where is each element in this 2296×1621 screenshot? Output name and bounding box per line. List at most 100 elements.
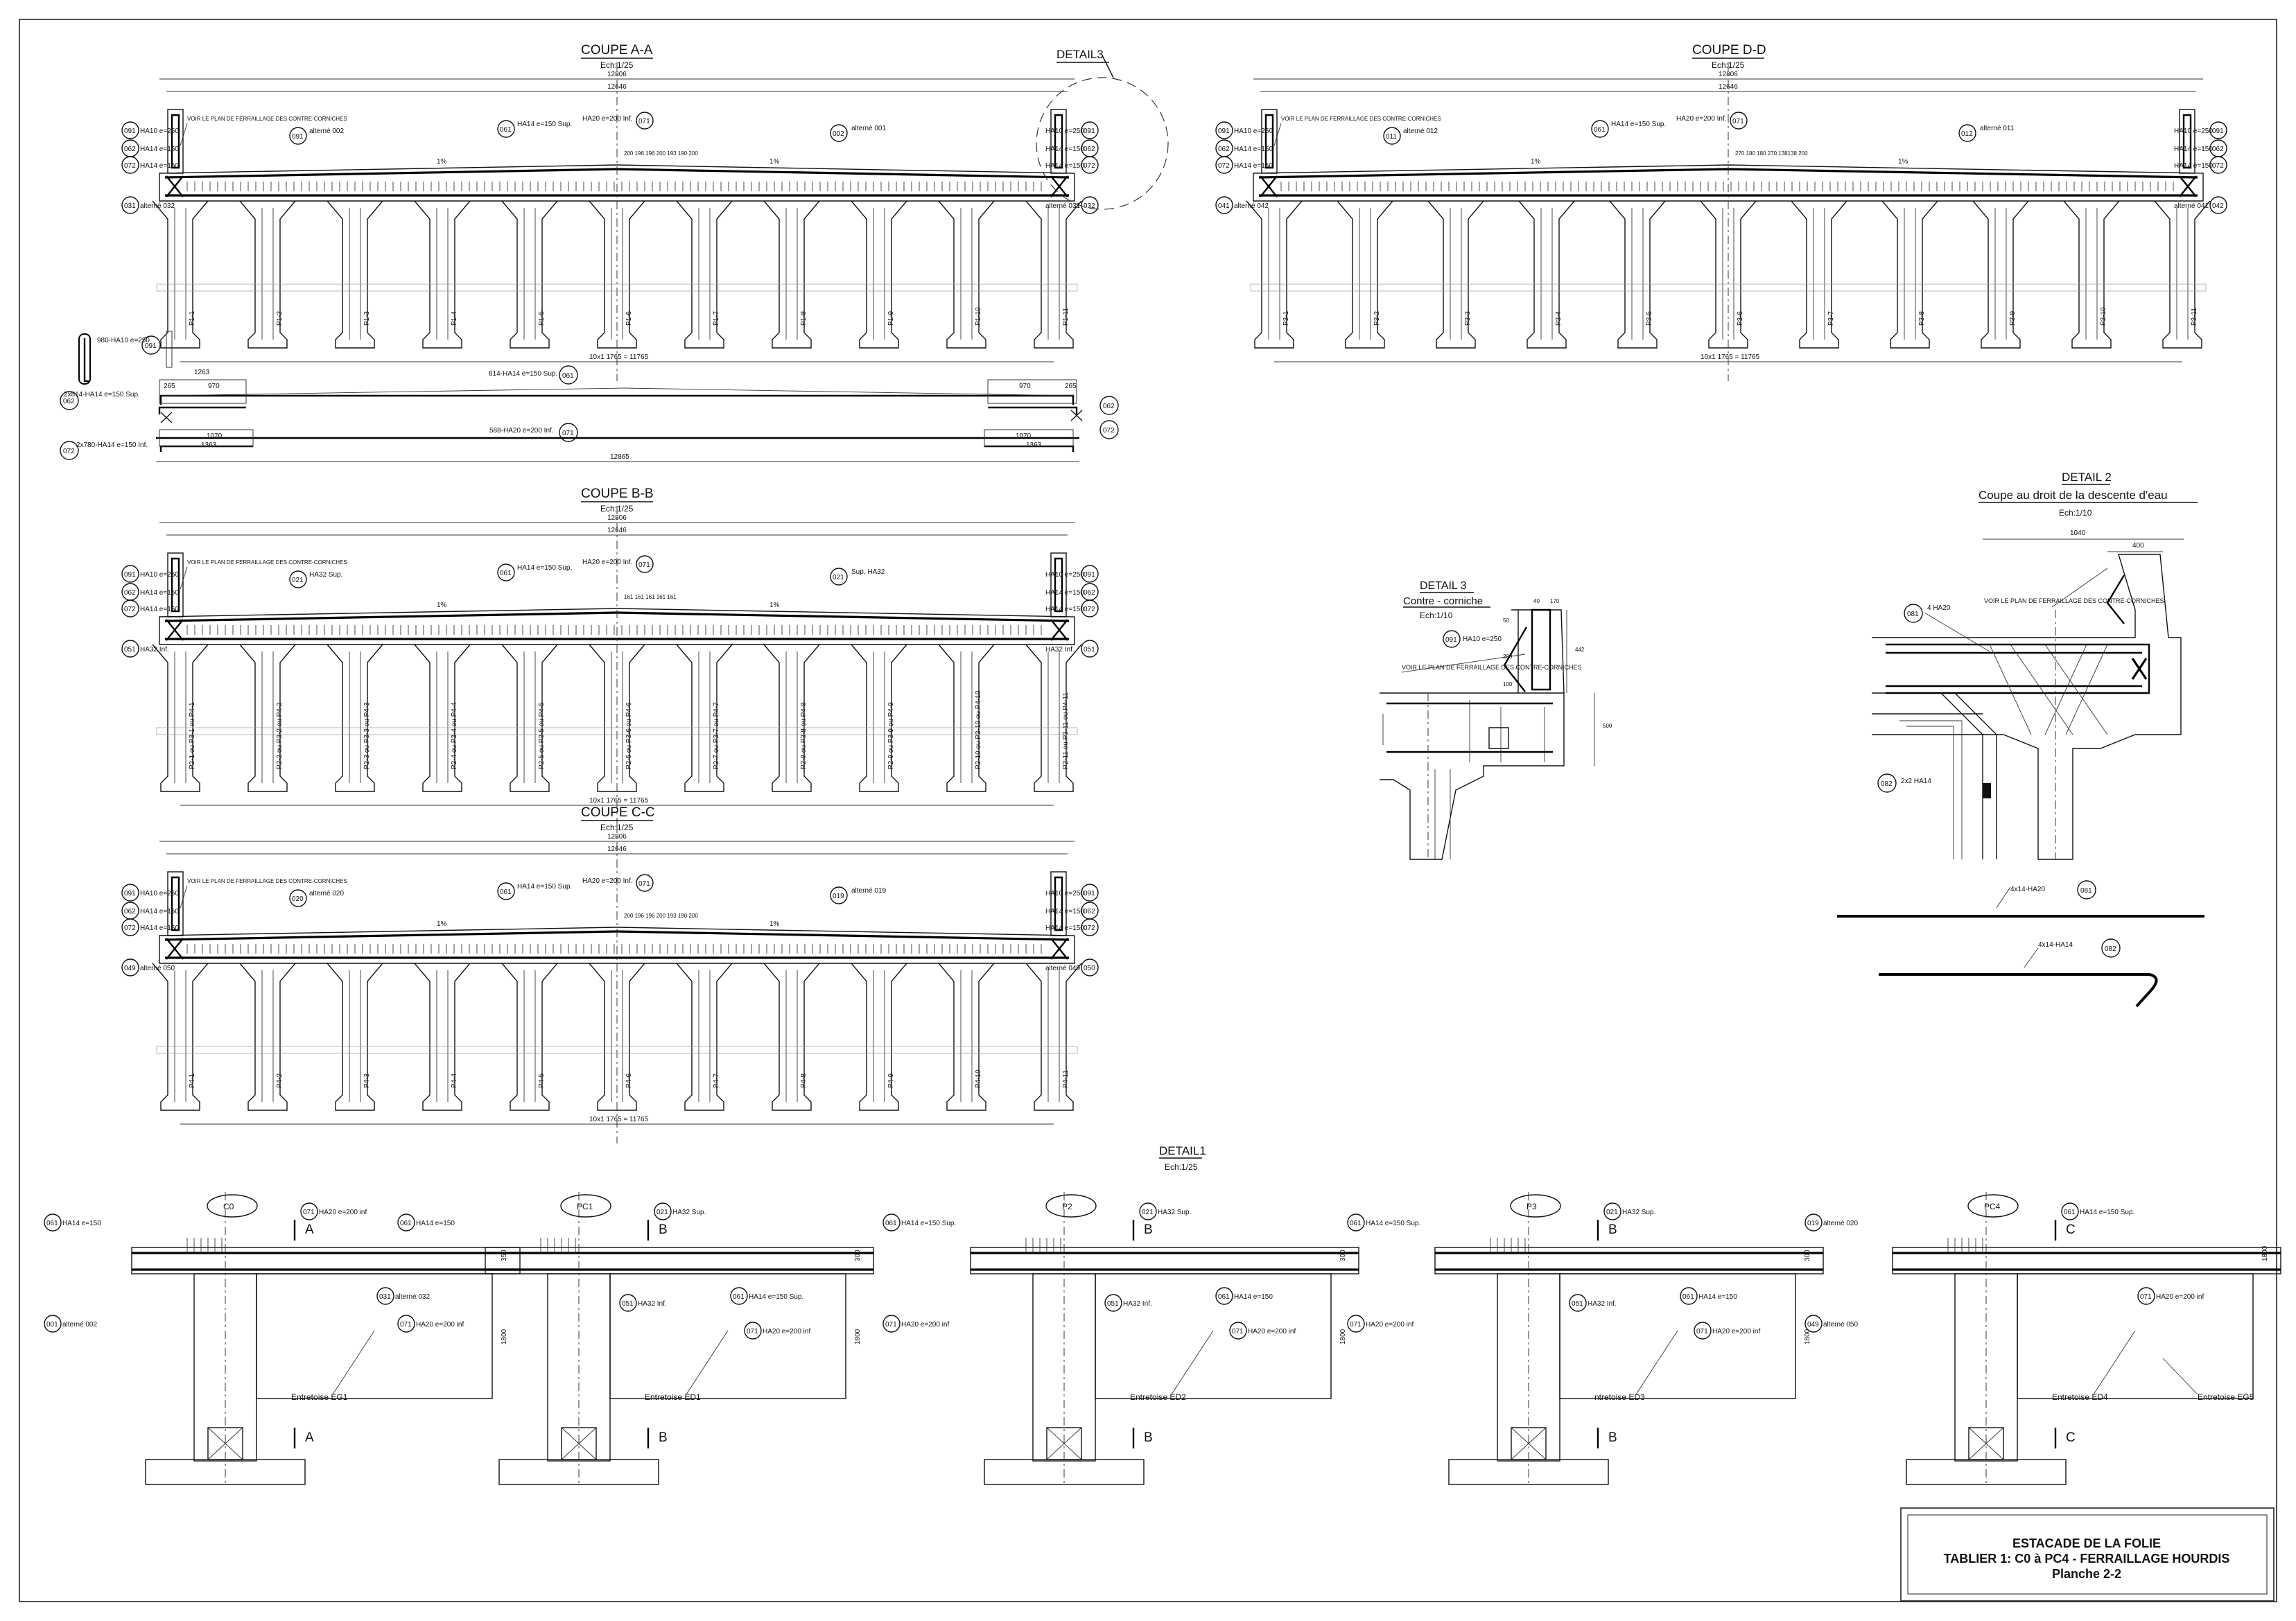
panel-tag-2-circle	[1680, 1287, 1698, 1305]
beam-4: P2-4 ou P3-4 ou P4-4	[414, 644, 471, 792]
beam-1: P2-1 ou P3-1 ou P4-1	[152, 644, 209, 792]
detail3-callout-label: DETAIL3	[1056, 48, 1104, 61]
panel-tag-2: 061	[1218, 1293, 1230, 1301]
left-tag-2-circle	[121, 599, 139, 617]
panel-tag-5-circle	[1229, 1322, 1247, 1340]
panel-tag-4: 051	[622, 1300, 634, 1308]
callout-tag-4-circle	[830, 568, 848, 586]
panel-tag-1-circle	[300, 1202, 318, 1220]
beam-3: P1-3	[327, 200, 383, 349]
beam-label: P1-4	[451, 310, 458, 326]
panel-dim-0: 300	[1339, 1250, 1347, 1261]
beam-8: P3-8	[1881, 200, 1938, 349]
left-note-0: HA10 e=250	[140, 571, 179, 579]
beam-6: P1-6	[589, 200, 645, 349]
beam-5: P3-5	[1609, 200, 1666, 349]
callout-leader	[180, 123, 188, 146]
left-tag-3: 051	[124, 646, 136, 654]
panel-mark-top: B	[659, 1223, 668, 1237]
cross-left	[1260, 175, 1278, 198]
panel-tag-4-circle	[1569, 1294, 1587, 1312]
panel-bearing-x	[561, 1427, 597, 1460]
bar4-tag: 071	[562, 430, 574, 437]
beam-9: P2-9 ou P3-9 ou P4-9	[851, 644, 907, 792]
panel-tag-2-circle	[1215, 1287, 1233, 1305]
panel-beam-label: Entretoise EG1	[291, 1392, 348, 1402]
panel-tag-1-circle	[654, 1202, 672, 1220]
callout-4: alterné 011	[1980, 125, 2015, 132]
detail3-subtitle: Contre - corniche	[1403, 595, 1483, 607]
callout-1: alterné 002	[309, 128, 344, 135]
beam-label: P4-7	[713, 1073, 720, 1088]
bar-schedule-dim-3: 265	[164, 383, 175, 390]
panel-mark-top: A	[305, 1223, 314, 1237]
panel-beam-label: Entretoise ED1	[645, 1392, 701, 1402]
detail3-dim-7: 500	[1603, 723, 1612, 729]
left-tag-2: 072	[124, 925, 136, 932]
right-tag-3: 051	[1084, 646, 1095, 654]
left-tag-2-circle	[121, 918, 139, 936]
right-tag-2: 072	[2212, 162, 2224, 170]
beam-outline	[676, 644, 733, 792]
detail-2: DETAIL 2 Coupe au droit de la descente d…	[1837, 471, 2204, 1008]
beam-9: P1-9	[851, 200, 907, 349]
slope-left: 1%	[437, 920, 447, 928]
panel-tag-3-circle	[882, 1315, 901, 1333]
beam-4: P3-4	[1518, 200, 1575, 349]
left-tag-3: 031	[124, 202, 136, 210]
callout-2: HA14 e=150 Sup.	[517, 883, 572, 891]
beam-outline	[1609, 200, 1666, 349]
panel-note-0: HA14 e=150	[416, 1220, 455, 1227]
beam-label: P3-5	[1646, 310, 1653, 326]
panel-label: PC1	[577, 1202, 593, 1211]
callout-leader	[1273, 123, 1282, 146]
beam-label: P3-11	[2191, 308, 2198, 326]
left-tag-1: 062	[124, 589, 136, 597]
cornice-right-bar	[1054, 114, 1063, 169]
callout-tag-3-circle	[636, 112, 654, 130]
panel-beam-leader	[2093, 1330, 2136, 1395]
panel-tag-0: 061	[885, 1220, 897, 1227]
beam-label: P3-4	[1555, 310, 1563, 326]
deck-slab	[159, 164, 1075, 202]
panel-tag-0: 061	[46, 1220, 58, 1227]
panel-tag-1: 021	[656, 1209, 668, 1216]
beam-outline	[1025, 963, 1082, 1111]
left-tag-3: 041	[1218, 202, 1230, 210]
panel-tag-0-circle	[1804, 1213, 1823, 1232]
beam-3: P2-3 ou P3-3 ou P4-3	[327, 644, 383, 792]
callout-tag-3-circle	[636, 555, 654, 573]
cap-hint	[1250, 283, 2207, 292]
bar-spacing: 270 180 180 270 138138 200	[1735, 150, 1808, 157]
panel-tag-2: 031	[379, 1293, 391, 1301]
callout-leader	[180, 885, 188, 909]
right-tag-0: 091	[2212, 128, 2224, 135]
detail1-title: DETAIL1	[1159, 1144, 1206, 1157]
right-tag-3: 050	[1084, 965, 1095, 972]
bar3-tag-right: 062	[1103, 403, 1115, 410]
beam-label: P2-5 ou P3-5 ou P4-5	[538, 702, 546, 769]
beam-outline	[414, 644, 471, 792]
panel-label: PC4	[1984, 1202, 2001, 1211]
callout-tag-2: 061	[500, 126, 512, 134]
beam-outline	[501, 644, 558, 792]
panel-tag-2-circle	[2137, 1287, 2155, 1305]
beam-8: P1-8	[763, 200, 820, 349]
beam-7: P1-7	[676, 200, 733, 349]
beam-outline	[1025, 200, 1082, 349]
right-tag-2-circle	[1081, 599, 1099, 617]
panel-crossbeam	[2017, 1273, 2254, 1399]
callout-tag-2: 061	[1594, 126, 1606, 134]
left-tag-3-circle	[1215, 196, 1233, 214]
panel-note-4: HA32 Inf.	[638, 1300, 667, 1308]
callout-note: VOIR LE PLAN DE FERRAILLAGE DES CONTRE-C…	[187, 559, 347, 566]
panel-dim-1: 1800	[1804, 1329, 1811, 1344]
right-note-2: HA14 e=150	[1045, 162, 1084, 170]
beam-label: P4-4	[451, 1073, 458, 1088]
beam-label: P2-10 ou P3-10 ou P4-10	[975, 690, 982, 769]
panel-tag-5: 071	[1232, 1328, 1244, 1335]
right-tag-0: 091	[1084, 128, 1095, 135]
bar1-label: 980-HA10 e=250	[97, 337, 150, 344]
left-tag-0-circle	[121, 121, 139, 139]
